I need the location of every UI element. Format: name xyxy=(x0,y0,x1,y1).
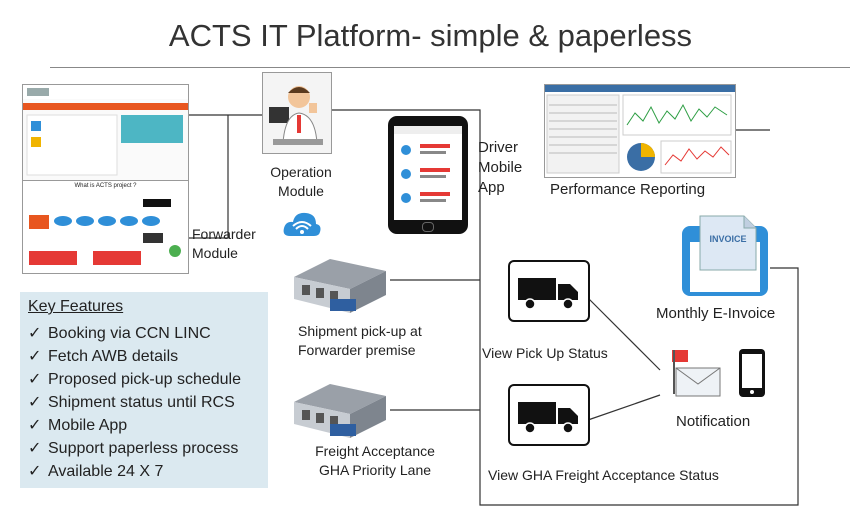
forwarder-project-slide: What is ACTS project ? xyxy=(22,180,189,274)
slide-heading: What is ACTS project ? xyxy=(74,183,137,189)
feature-item: ✓Available 24 X 7 xyxy=(28,460,241,483)
line-backbone xyxy=(330,109,799,506)
check-icon: ✓ xyxy=(28,463,42,480)
performance-reporting-label: Performance Reporting xyxy=(550,181,706,198)
page-title: ACTS IT Platform- simple & paperless xyxy=(168,18,693,53)
view-gha-status-label: View GHA Freight Acceptance Status xyxy=(488,467,719,483)
title-divider xyxy=(50,67,850,68)
view-pickup-status-label: View Pick Up Status xyxy=(482,345,608,361)
line-pickup-notify xyxy=(587,297,661,371)
feature-item: ✓Fetch AWB details xyxy=(28,345,241,368)
check-icon: ✓ xyxy=(28,394,42,411)
freight-acceptance-label: Freight Acceptance GHA Priority Lane xyxy=(315,443,435,478)
forwarder-portal-screenshot xyxy=(22,84,189,181)
line-gha-notify xyxy=(587,394,661,421)
invoice-doc-label: INVOICE xyxy=(709,234,747,244)
check-icon: ✓ xyxy=(28,440,42,457)
feature-item: ✓Mobile App xyxy=(28,414,241,437)
cloud-wifi-icon xyxy=(282,208,322,243)
invoice-icon: INVOICE xyxy=(680,212,770,298)
forwarder-module-label: Forwarder Module xyxy=(192,226,256,261)
check-icon: ✓ xyxy=(28,371,42,388)
check-icon: ✓ xyxy=(28,325,42,342)
notification-label: Notification xyxy=(676,413,751,430)
check-icon: ✓ xyxy=(28,348,42,365)
mobile-phone-icon xyxy=(738,348,766,403)
key-features-title: Key Features xyxy=(28,298,124,315)
gha-truck-icon xyxy=(508,384,590,446)
check-icon: ✓ xyxy=(28,417,42,434)
performance-dashboard-screenshot xyxy=(544,84,736,178)
monthly-einvoice-label: Monthly E-Invoice xyxy=(656,305,776,322)
shipment-pickup-label: Shipment pick-up at Forwarder premise xyxy=(298,323,422,358)
feature-item: ✓Shipment status until RCS xyxy=(28,391,241,414)
operation-person-image xyxy=(262,72,332,154)
feature-item: ✓Booking via CCN LINC xyxy=(28,322,241,345)
operation-module-label: Operation Module xyxy=(270,164,332,199)
warehouse-pickup-image xyxy=(290,255,388,315)
feature-item: ✓Support paperless process xyxy=(28,437,241,460)
key-features-panel: Key Features ✓Booking via CCN LINC ✓Fetc… xyxy=(20,292,268,488)
line-forwarder-module xyxy=(188,115,229,239)
pickup-truck-icon xyxy=(508,260,590,322)
mail-notification-icon xyxy=(668,348,724,405)
driver-app-label: Driver Mobile App xyxy=(478,139,523,196)
feature-item: ✓Proposed pick-up schedule xyxy=(28,368,241,391)
warehouse-acceptance-image xyxy=(290,380,388,440)
driver-phone-image xyxy=(388,116,468,234)
